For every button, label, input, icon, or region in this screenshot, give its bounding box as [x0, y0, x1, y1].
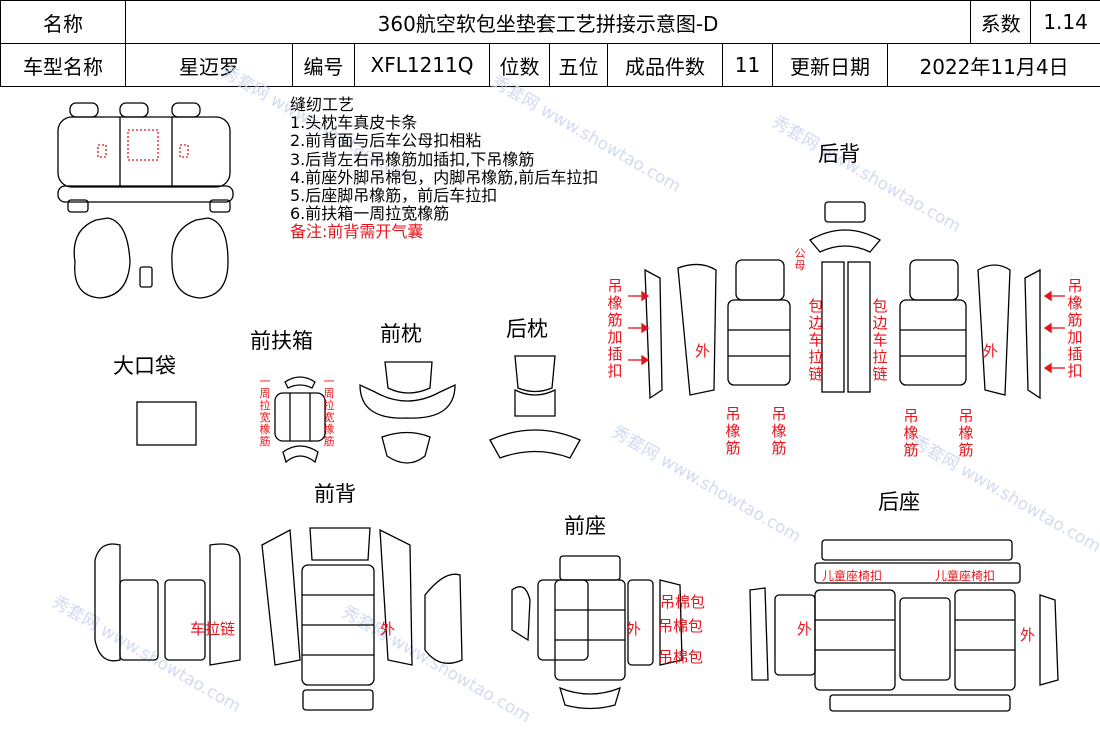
- rear-back-pieces: [644, 201, 1041, 400]
- section-front-headrest: 前枕: [380, 322, 422, 346]
- label-hang-elastic: 吊橡筋: [958, 407, 974, 459]
- diagram-title: 360航空软包坐垫套工艺拼接示意图-D: [124, 0, 972, 44]
- section-front-seat: 前座: [564, 514, 606, 538]
- label-outside: 外: [983, 342, 999, 360]
- label-cotton-pack: 吊棉包: [658, 617, 704, 635]
- elastic-arrows: [628, 290, 1065, 374]
- label-hang-elastic-clip-left: 吊橡筋加插扣: [607, 277, 623, 380]
- section-big-pocket: 大口袋: [113, 354, 176, 378]
- note-item: 5.后座脚吊橡筋，前后车拉扣: [290, 186, 498, 206]
- rear-headrest-pieces: [489, 355, 581, 459]
- positions-label: 位数: [489, 43, 550, 87]
- label-child-seat-clip: 儿童座椅扣: [935, 569, 996, 583]
- seat-overview: [57, 102, 234, 299]
- label-cotton-pack: 吊棉包: [658, 648, 704, 666]
- note-item: 1.头枕车真皮卡条: [290, 113, 418, 133]
- model-label: 车型名称: [0, 43, 126, 87]
- label-hang-elastic: 吊橡筋: [903, 407, 919, 459]
- notes-heading: 缝纫工艺: [290, 95, 355, 114]
- label-hang-elastic-clip-right: 吊橡筋加插扣: [1067, 277, 1083, 380]
- label-edge-zipper-left: 包边车拉链: [808, 297, 824, 383]
- label-outside: 外: [626, 620, 642, 638]
- armrest-pieces: [274, 376, 326, 464]
- label-armrest-elastic-left: 一周拉宽橡筋: [259, 375, 271, 448]
- code-label: 编号: [292, 43, 355, 87]
- section-rear-back: 后背: [818, 142, 860, 166]
- label-outside: 外: [380, 620, 396, 638]
- section-front-armrest: 前扶箱: [250, 329, 313, 353]
- label-hang-elastic: 吊橡筋: [725, 405, 741, 457]
- note-item: 4.前座外脚吊棉包，内脚吊橡筋,前后车拉扣: [290, 167, 599, 187]
- code-value: XFL1211Q: [354, 43, 490, 87]
- label-outside: 外: [1020, 626, 1036, 644]
- label-outside: 外: [695, 342, 711, 360]
- note-item: 3.后背左右吊橡筋加插扣,下吊橡筋: [290, 149, 535, 169]
- label-edge-zipper-right: 包边车拉链: [872, 297, 888, 383]
- positions-value: 五位: [549, 43, 608, 87]
- note-item: 2.前背面与后车公母扣相粘: [290, 131, 482, 151]
- model-value: 星迈罗: [125, 43, 293, 87]
- label-zipper: 车拉链: [190, 620, 236, 638]
- front-back-pieces: [94, 527, 463, 711]
- note-item: 6.前扶箱一周拉宽橡筋: [290, 204, 450, 224]
- update-date-label: 更新日期: [772, 43, 888, 87]
- piece-count-label: 成品件数: [607, 43, 723, 87]
- label-hang-elastic: 吊橡筋: [771, 405, 787, 457]
- piece-count-value: 11: [722, 43, 773, 87]
- coefficient-label: 系数: [970, 0, 1032, 44]
- label-outside: 外: [797, 620, 813, 638]
- header-table: 名称 360航空软包坐垫套工艺拼接示意图-D 系数 1.14 车型名称 星迈罗 …: [0, 0, 1100, 87]
- label-armrest-elastic-right: 一周拉宽橡筋: [323, 375, 335, 448]
- pocket-piece: [136, 401, 197, 446]
- front-headrest-pieces: [359, 361, 456, 464]
- update-date-value: 2022年11月4日: [886, 43, 1100, 87]
- rear-seat-pieces: [749, 539, 1059, 712]
- front-seat-pieces: [511, 555, 683, 710]
- label-cotton-pack: 吊棉包: [660, 593, 706, 611]
- section-rear-seat: 后座: [878, 490, 920, 514]
- label-child-seat-clip: 儿童座椅扣: [822, 569, 883, 583]
- section-front-back: 前背: [314, 482, 356, 506]
- label-male-female: 公母: [794, 247, 806, 272]
- sewing-notes: 缝纫工艺 1.头枕车真皮卡条 2.前背面与后车公母扣相粘 3.后背左右吊橡筋加插…: [290, 95, 599, 242]
- section-rear-headrest: 后枕: [506, 317, 548, 341]
- notes-remark: 备注:前背需开气囊: [290, 222, 424, 242]
- name-label: 名称: [0, 0, 126, 44]
